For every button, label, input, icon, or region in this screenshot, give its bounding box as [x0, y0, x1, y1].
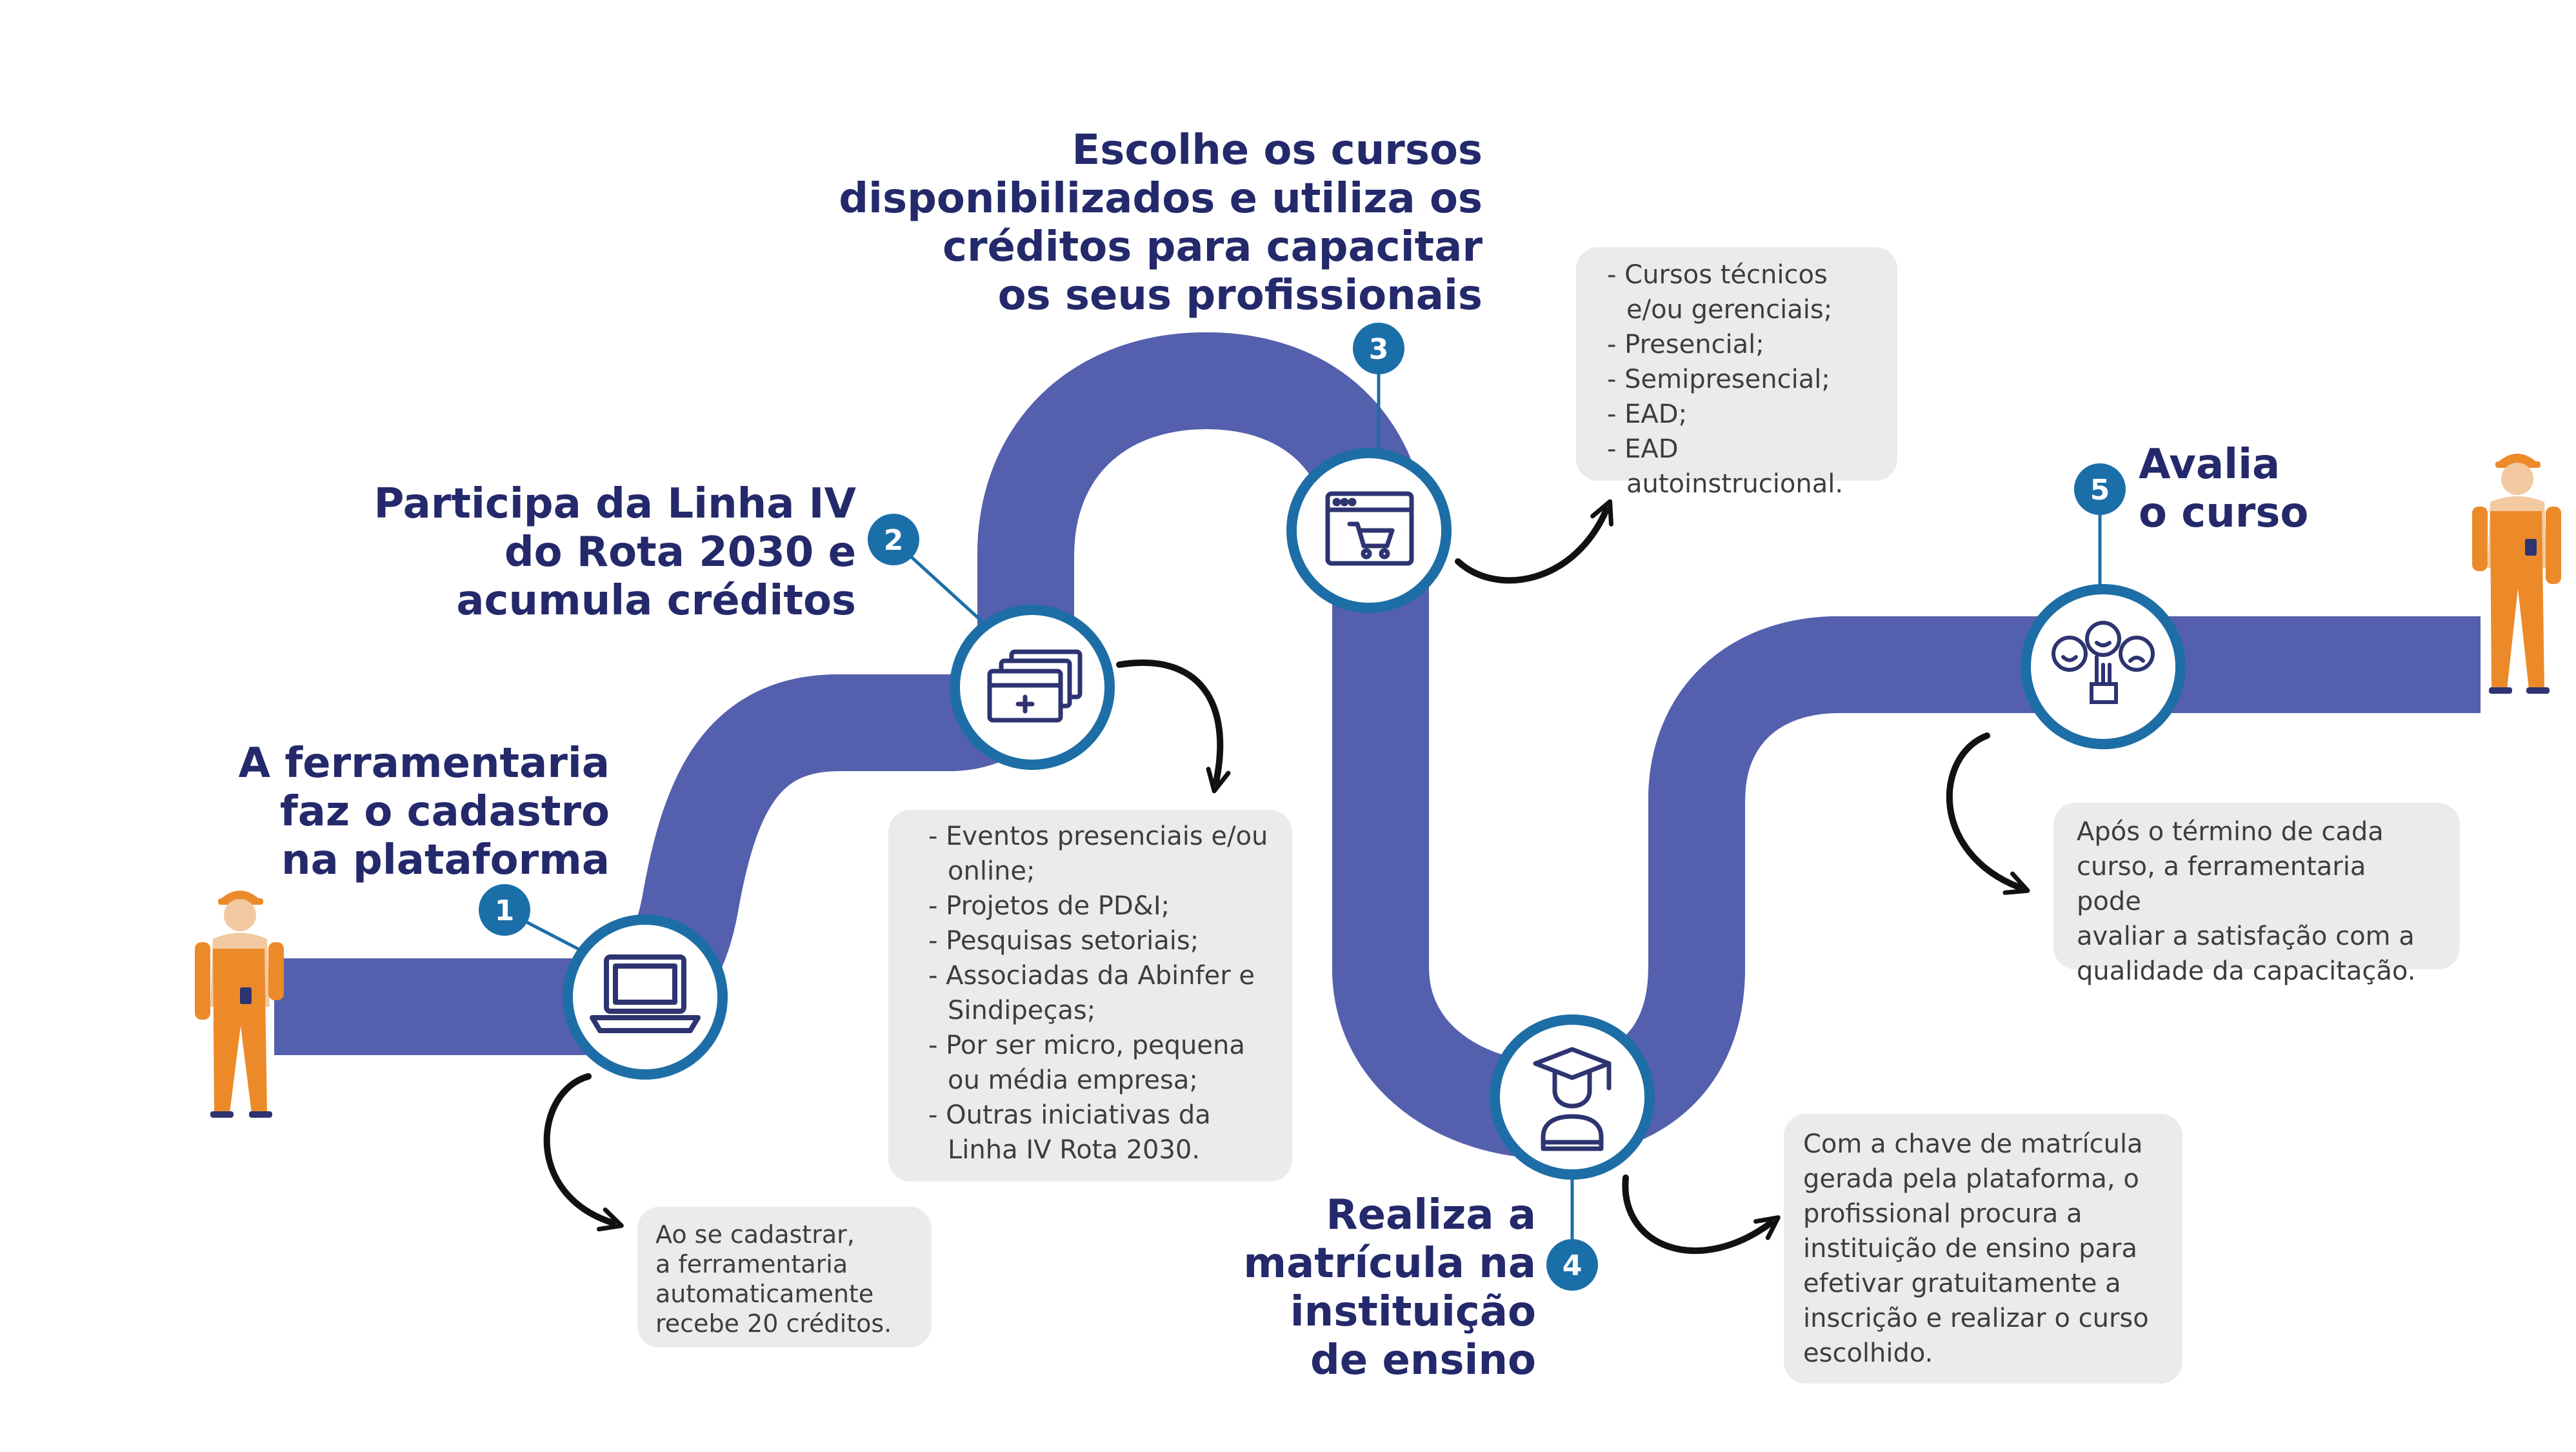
step-1-note-box: Ao se cadastrar, a ferramentaria automat… [637, 1207, 932, 1347]
arrow-step-5 [1946, 732, 2030, 895]
worker-end-figure [2472, 454, 2561, 694]
step-5-marker: 5 [2021, 463, 2186, 749]
arrow-step-3 [1455, 499, 1613, 584]
step-3-number: 3 [1369, 333, 1389, 366]
step-4-note: Com a chave de matrícula gerada pela pla… [1803, 1129, 2149, 1368]
step-2-number: 2 [884, 524, 904, 557]
road [274, 332, 2481, 1158]
step-2-marker: 2 [868, 514, 1115, 770]
step-5-note: Após o término de cada curso, a ferramen… [2077, 817, 2416, 986]
step-4-note-box: Com a chave de matrícula gerada pela pla… [1784, 1114, 2182, 1384]
list-item: Projetos de PD&I; [928, 889, 1270, 923]
graduate-icon [1533, 1047, 1612, 1151]
list-item: EAD autoinstrucional. [1607, 432, 1886, 501]
list-item: Semipresencial; [1607, 362, 1886, 397]
step-4-number: 4 [1563, 1249, 1583, 1282]
list-item: EAD; [1607, 397, 1886, 432]
list-item: Cursos técnicos e/ou gerenciais; [1607, 257, 1886, 327]
step-1-badge [479, 884, 530, 936]
step-2-list-box: Eventos presenciais e/ou online; Projeto… [888, 810, 1292, 1182]
laptop-icon [590, 954, 701, 1033]
step-4-badge [1546, 1239, 1598, 1291]
list-item: Eventos presenciais e/ou online; [928, 819, 1270, 889]
step-3-list-box: Cursos técnicos e/ou gerenciais; Presenc… [1576, 247, 1897, 499]
step-5-badge [2074, 463, 2126, 515]
step-4-title: Realiza a matrícula na instituição de en… [1243, 1191, 1536, 1384]
step-4-marker: 4 [1490, 1014, 1655, 1291]
step-3-list: Cursos técnicos e/ou gerenciais; Presenc… [1607, 257, 1886, 501]
arrow-step-1 [543, 1073, 624, 1232]
step-5-number: 5 [2090, 474, 2110, 507]
credit-cards-icon [987, 649, 1083, 723]
list-item: Pesquisas setoriais; [928, 923, 1270, 958]
list-item: Presencial; [1607, 327, 1886, 362]
list-item: Outras iniciativas da Linha IV Rota 2030… [928, 1098, 1270, 1167]
step-3-marker: 3 [1286, 323, 1452, 613]
arrow-step-4 [1622, 1175, 1781, 1255]
step-3-title: Escolhe os cursos disponibilizados e uti… [839, 126, 1483, 319]
step-2-title: Participa da Linha IV do Rota 2030 e acu… [374, 480, 856, 625]
step-5-note-box: Após o término de cada curso, a ferramen… [2053, 803, 2460, 986]
curved-arrows [543, 499, 2030, 1255]
satisfaction-faces-icon [2052, 621, 2155, 704]
step-2-badge [868, 514, 919, 565]
shopping-cart-browser-icon [1325, 491, 1414, 566]
list-item: Associadas da Abinfer e Sindipeças; [928, 958, 1270, 1028]
arrow-step-2 [1116, 659, 1231, 794]
step-1-note: Ao se cadastrar, a ferramentaria automat… [655, 1220, 892, 1338]
step-1-title: A ferramentaria faz o cadastro na plataf… [238, 740, 610, 884]
step-5-title: Avalia o curso [2139, 441, 2309, 537]
step-2-list: Eventos presenciais e/ou online; Projeto… [928, 819, 1270, 1167]
list-item: Por ser micro, pequena ou média empresa; [928, 1028, 1270, 1098]
step-1-marker: 1 [479, 884, 728, 1080]
step-3-badge [1353, 323, 1404, 374]
worker-start-figure [195, 891, 284, 1118]
step-1-number: 1 [495, 894, 515, 927]
